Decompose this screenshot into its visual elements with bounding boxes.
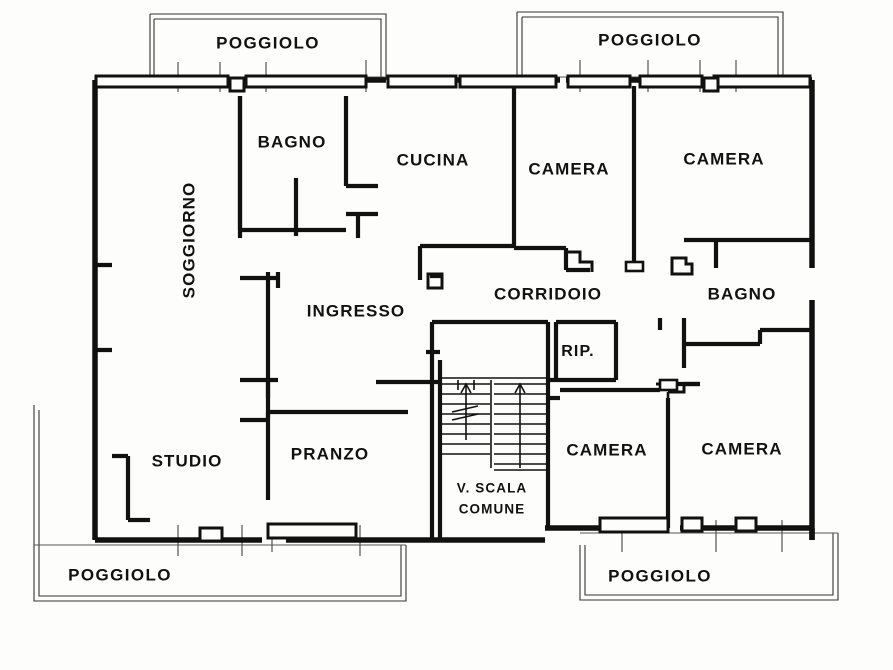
room-label-corridoio: CORRIDOIO xyxy=(494,284,602,303)
stairwell-label: V. SCALA COMUNE xyxy=(457,481,528,517)
balcony-label-bottom-left: POGGIOLO xyxy=(68,565,172,584)
balcony-label-top-right: POGGIOLO xyxy=(598,30,702,49)
room-label-cucina: CUCINA xyxy=(397,150,470,169)
room-label-bagno-2: BAGNO xyxy=(708,284,777,303)
stair-treads xyxy=(442,377,546,471)
room-label-soggiorno: SOGGIORNO xyxy=(179,182,198,299)
room-label-ripostiglio: RIP. xyxy=(561,343,594,360)
room-label-camera-2: CAMERA xyxy=(683,149,764,168)
room-label-camera-1: CAMERA xyxy=(528,159,609,178)
balcony-label-top-left: POGGIOLO xyxy=(216,33,320,52)
balcony-label-bottom-right: POGGIOLO xyxy=(608,566,712,585)
balcony-outlines xyxy=(33,11,839,602)
room-label-studio: STUDIO xyxy=(152,451,223,470)
window-sill-blocks xyxy=(94,74,812,543)
room-label-camera-4: CAMERA xyxy=(701,439,782,458)
stairwell-label-line-2: COMUNE xyxy=(459,502,526,517)
stairwell-label-line-1: V. SCALA xyxy=(457,481,528,496)
room-label-ingresso: INGRESSO xyxy=(307,301,406,320)
post-caps xyxy=(624,260,679,392)
room-label-pranzo: PRANZO xyxy=(291,444,369,463)
room-label-camera-3: CAMERA xyxy=(566,440,647,459)
room-labels: SOGGIORNO BAGNO CUCINA CAMERA CAMERA ING… xyxy=(152,132,782,470)
stair-direction-arrows xyxy=(451,380,526,468)
structural-posts xyxy=(512,90,670,524)
balcony-labels: POGGIOLO POGGIOLO POGGIOLO POGGIOLO xyxy=(68,30,712,585)
room-label-bagno-1: BAGNO xyxy=(258,132,327,151)
